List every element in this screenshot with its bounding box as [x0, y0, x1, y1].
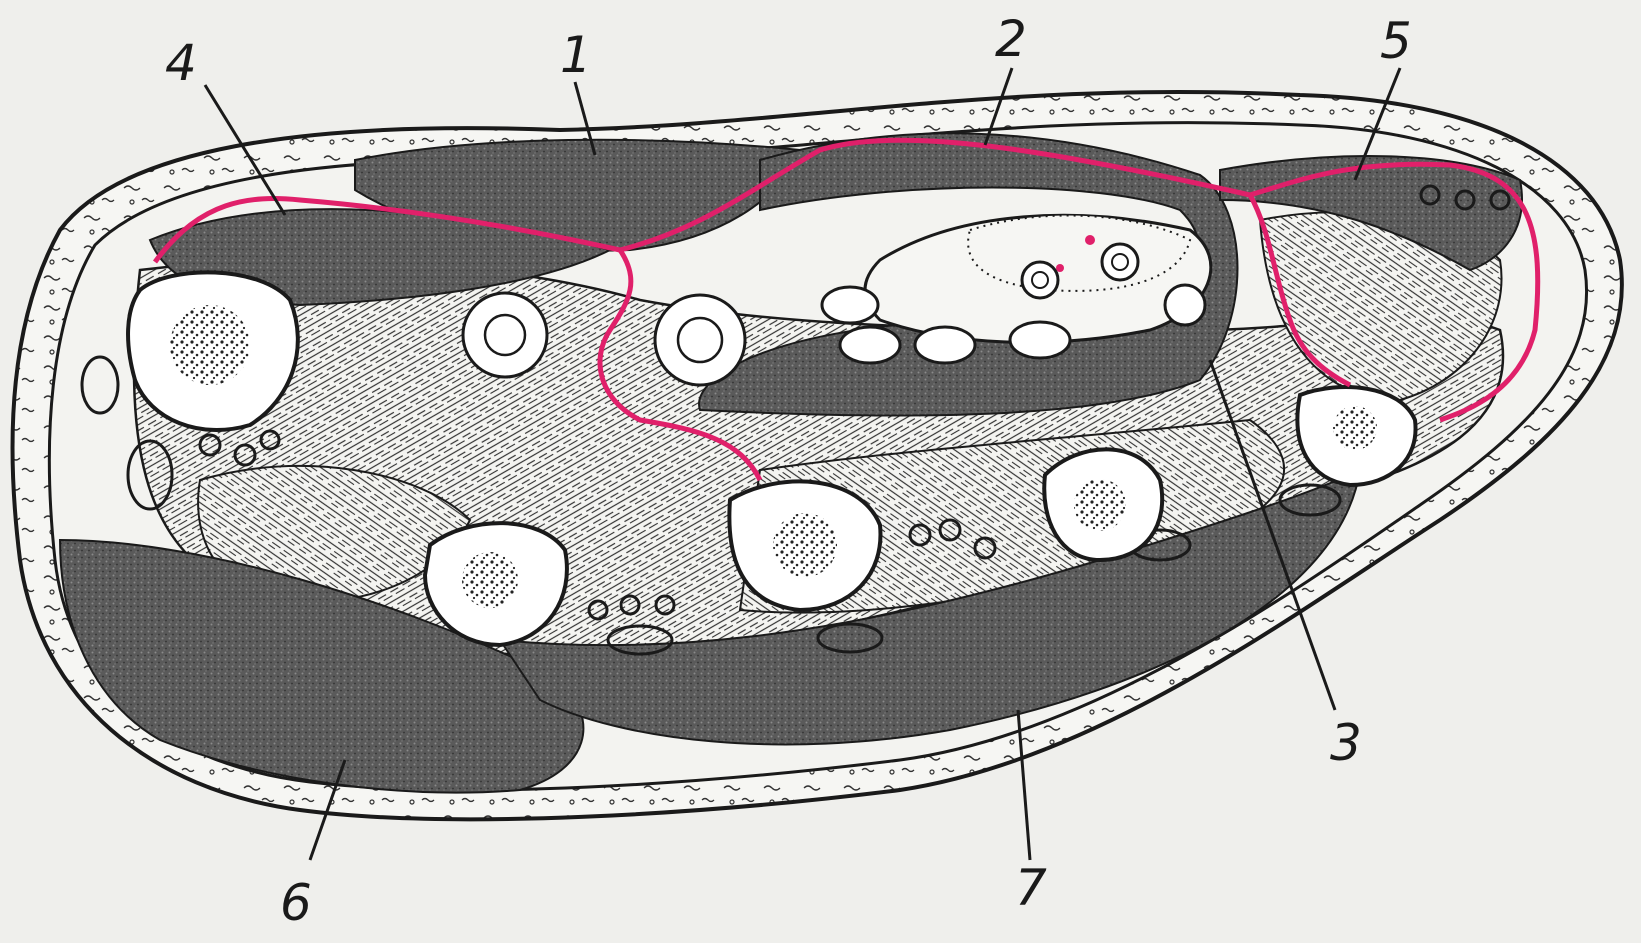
label-1: 1 [560, 26, 592, 84]
label-3: 3 [1330, 714, 1362, 772]
label-4: 4 [165, 34, 197, 92]
label-7: 7 [1015, 859, 1047, 917]
label-6: 6 [280, 874, 312, 932]
label-5: 5 [1380, 12, 1412, 70]
label-2: 2 [995, 10, 1027, 68]
